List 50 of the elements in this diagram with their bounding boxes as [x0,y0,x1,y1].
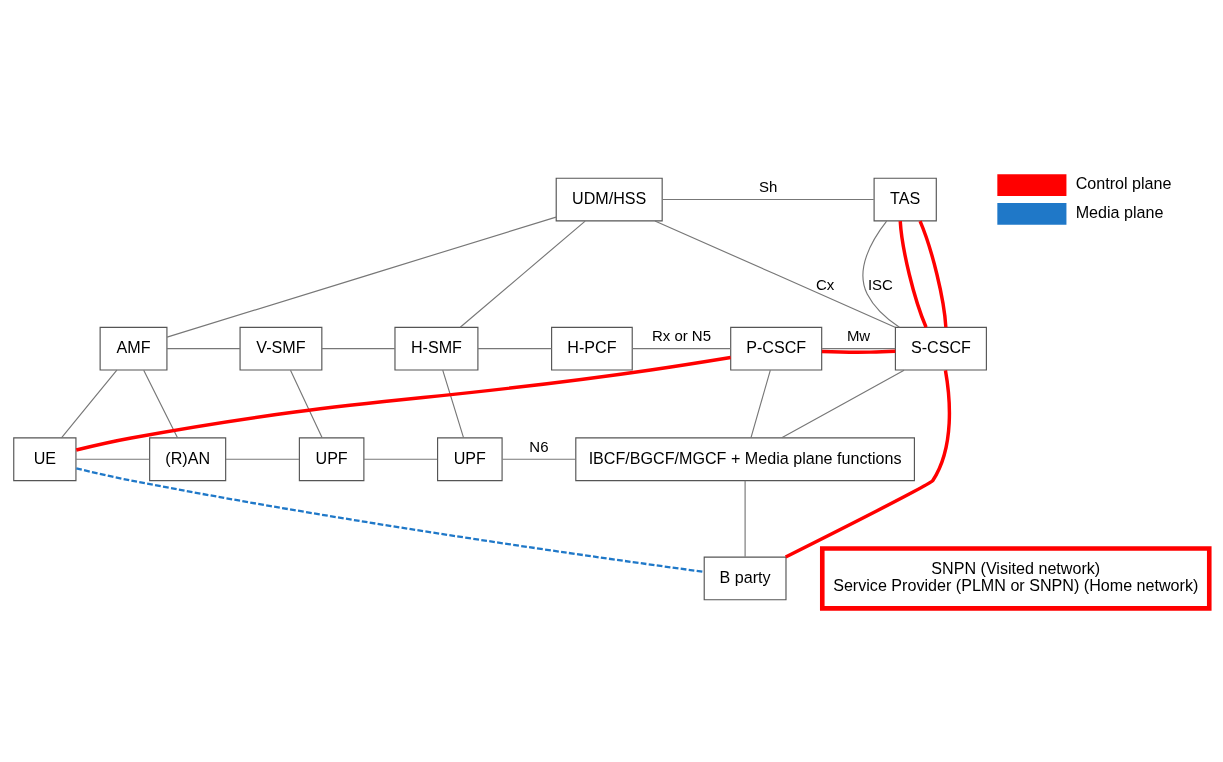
connector [75,355,731,452]
connector [76,466,705,573]
node-box: AMF [99,326,168,371]
connector [477,347,552,349]
connector [459,220,586,328]
connector [631,347,732,349]
connector [225,458,300,460]
connector [784,369,952,559]
edge-label: Rx or N5 [651,326,711,344]
connector [898,220,928,328]
node-box: S-CSCF [894,326,987,371]
node-box: H-SMF [394,326,479,371]
node-box: UE [13,436,77,481]
connector [781,369,905,438]
edge-label: ISC [867,275,893,293]
node-box: B party [703,556,787,600]
connector [363,458,438,460]
connector [166,347,241,349]
legend-label: Control plane [1075,173,1172,192]
connector [60,369,118,438]
node-box: H-PCF [551,326,633,371]
node-box: TAS [873,177,937,221]
connector [661,198,875,200]
node-box: UPF [298,436,365,481]
node-box: UDM/HSS [555,177,663,221]
connector [501,458,577,460]
node-box: IBCF/BGCF/MGCF + Media plane functions [575,436,915,481]
connector [442,369,465,438]
connector [821,347,896,349]
connector [862,220,900,328]
connector [166,216,557,338]
node-box: UPF [437,436,503,481]
connector [289,369,323,438]
node-box: (R)AN [149,436,227,481]
node-box: V-SMF [239,326,323,371]
edge-label: N6 [529,437,549,455]
connector [744,479,746,557]
connector [75,458,150,460]
connector [821,349,896,354]
connector [143,369,179,438]
edge-label: Sh [758,177,778,195]
edge-label: Mw [846,326,871,344]
node-box: P-CSCF [730,326,823,371]
connector [750,369,771,438]
connector [918,219,948,327]
legend-label: Media plane [1075,202,1164,221]
node-box: SNPN (Visited network) Service Provider (PLMN or SNPN) (Home network) [819,545,1212,611]
edge-label: Cx [816,275,835,293]
connector [321,347,396,349]
connector [654,219,896,328]
